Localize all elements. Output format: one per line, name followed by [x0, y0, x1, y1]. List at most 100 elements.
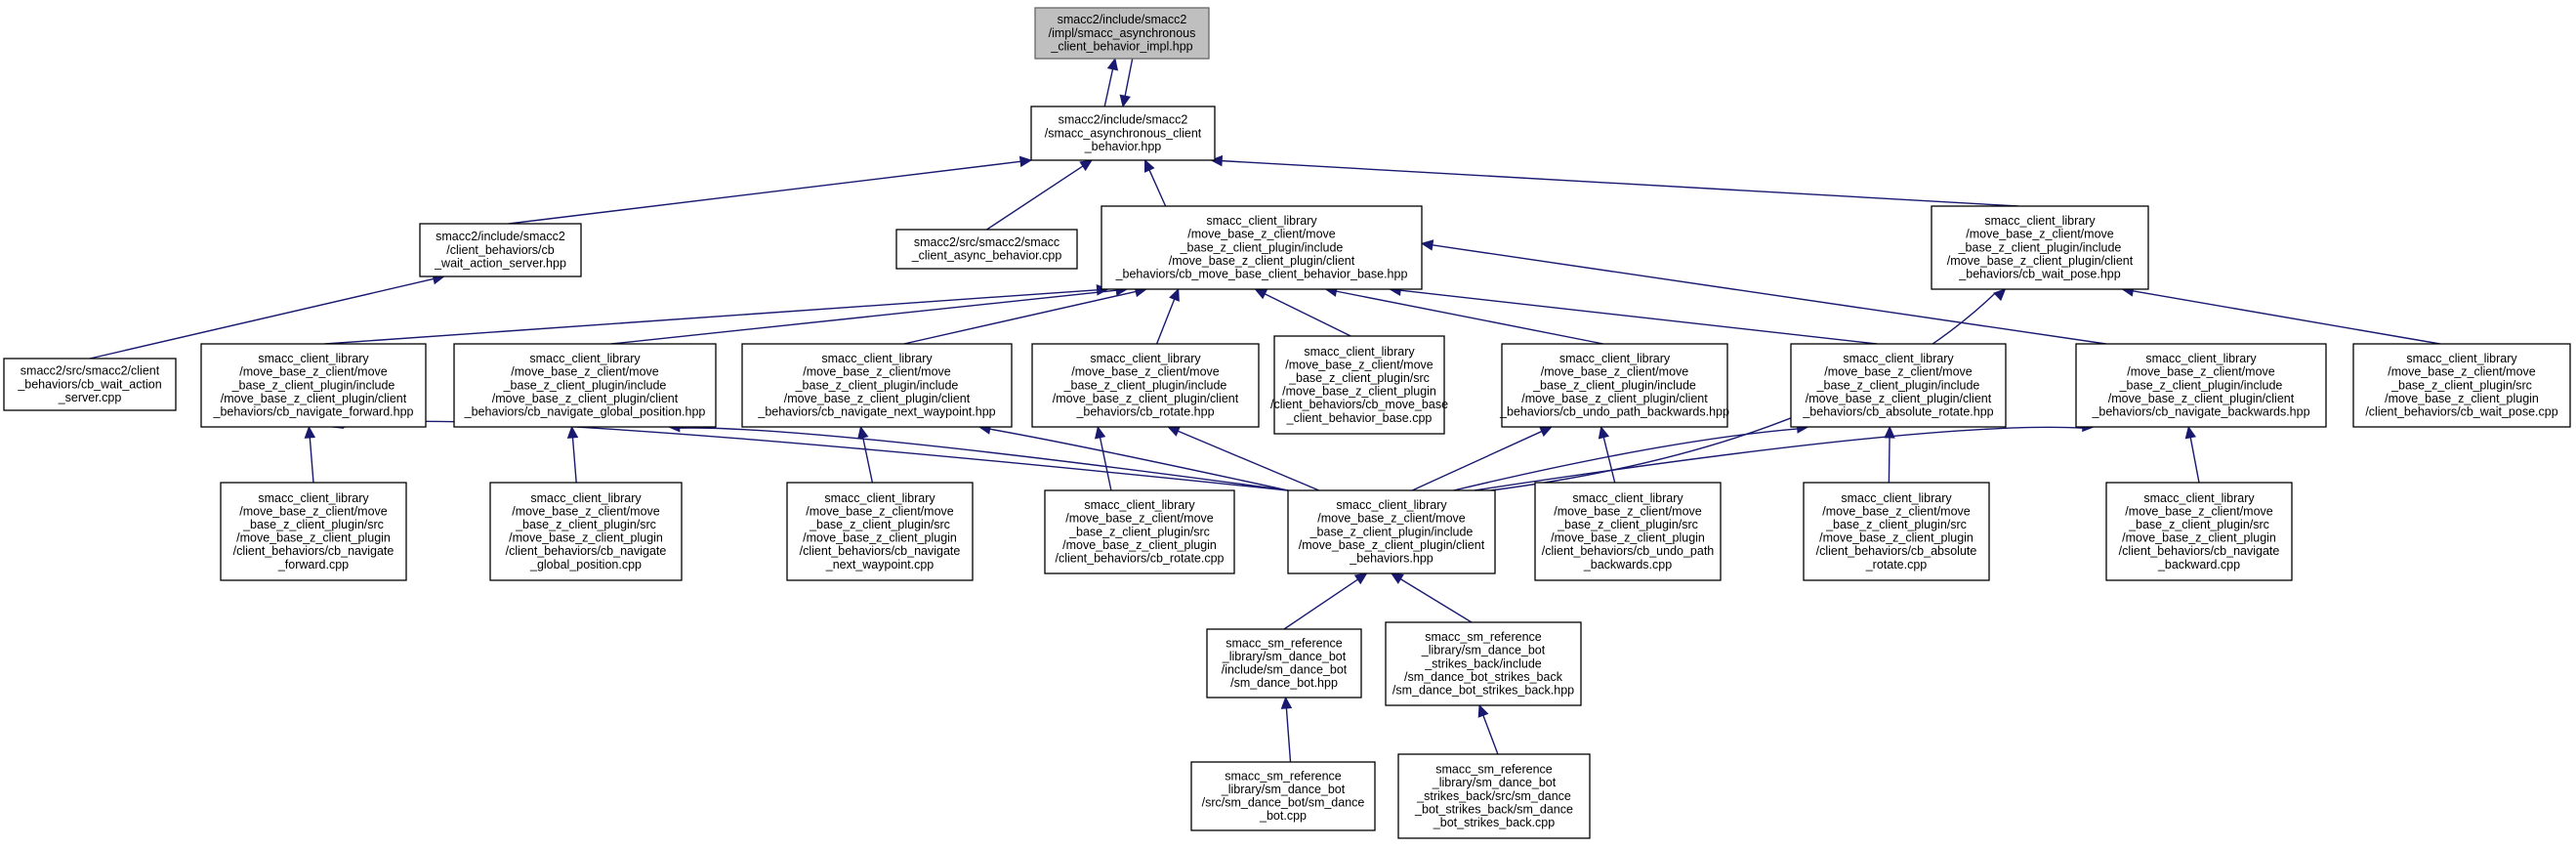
- node-label-line: smacc2/src/smacc2/smacc: [914, 235, 1059, 249]
- graph-node-rotate_hpp[interactable]: smacc_client_library/move_base_z_client/…: [1031, 343, 1260, 428]
- graph-node-nav_back_cpp[interactable]: smacc_client_library/move_base_z_client/…: [2105, 482, 2293, 581]
- node-label-line: /move_base_z_client_plugin: [2122, 531, 2276, 545]
- edge-line: [1222, 159, 2018, 207]
- graph-node-nav_fwd_hpp[interactable]: smacc_client_library/move_base_z_client/…: [200, 343, 427, 428]
- node-label-line: smacc_sm_reference: [1425, 630, 1542, 644]
- node-label-line: /move_base_z_client_plugin: [1282, 385, 1436, 399]
- node-label-line: /move_base_z_client_plugin: [1819, 531, 1974, 545]
- edge-line: [2189, 437, 2200, 484]
- edge-arrowhead: [566, 425, 579, 439]
- graph-node-dance_hpp[interactable]: smacc_sm_reference_library/sm_dance_bot/…: [1206, 628, 1362, 699]
- edge-client_behaviors_hpp-to-undo_hpp: [1411, 426, 1553, 491]
- graph-node-nav_nw_cpp[interactable]: smacc_client_library/move_base_z_client/…: [786, 482, 974, 581]
- edge-line: [309, 437, 314, 484]
- edge-line: [1474, 426, 2084, 491]
- node-box: [3, 358, 177, 411]
- node-label-line: _behaviors/cb_navigate_global_position.h…: [464, 405, 706, 419]
- node-label-line: smacc_client_library: [1843, 352, 1954, 365]
- edge-dance_cpp-to-dance_hpp: [1280, 696, 1293, 763]
- graph-node-absrot_cpp[interactable]: smacc_client_library/move_base_z_client/…: [1803, 482, 1990, 581]
- node-label-line: /move_base_z_client/move: [2127, 365, 2275, 379]
- node-label-line: /impl/smacc_asynchronous: [1049, 26, 1196, 40]
- graph-node-absrot_hpp[interactable]: smacc_client_library/move_base_z_client/…: [1790, 343, 2007, 428]
- node-box: [1931, 205, 2149, 290]
- node-label-line: _base_z_client_plugin/src: [809, 518, 950, 531]
- node-label-line: /move_base_z_client/move: [1071, 365, 1220, 379]
- node-label-line: _behaviors/cb_wait_pose.hpp: [1958, 268, 2120, 281]
- graph-node-wait_pose_hpp[interactable]: smacc_client_library/move_base_z_client/…: [1931, 205, 2149, 290]
- node-label-line: _forward.cpp: [277, 558, 349, 572]
- edge-nav_fwd_hpp-to-mb_base_hpp: [324, 284, 1109, 345]
- edge-line: [986, 165, 1084, 231]
- edge-line: [324, 289, 1098, 345]
- node-box: [1790, 343, 2007, 428]
- edge-async_hpp-to-impl: [1103, 57, 1119, 107]
- edge-rotate_cpp-to-rotate_hpp: [1094, 425, 1112, 491]
- graph-node-rotate_cpp[interactable]: smacc_client_library/move_base_z_client/…: [1044, 489, 1235, 574]
- node-label-line: /sm_dance_bot_strikes_back.hpp: [1392, 684, 1574, 698]
- node-box: [1206, 628, 1362, 699]
- graph-node-nav_fwd_cpp[interactable]: smacc_client_library/move_base_z_client/…: [220, 482, 407, 581]
- graph-node-wait_action_hpp[interactable]: smacc2/include/smacc2/client_behaviors/c…: [419, 223, 582, 277]
- graph-node-undo_hpp[interactable]: smacc_client_library/move_base_z_client/…: [1499, 343, 1729, 428]
- graph-node-client_behaviors_hpp[interactable]: smacc_client_library/move_base_z_client/…: [1287, 489, 1496, 574]
- edge-line: [1265, 293, 1351, 337]
- edge-line: [1432, 244, 2106, 345]
- edge-arrowhead: [2184, 425, 2197, 440]
- node-label-line: /sm_dance_bot.hpp: [1230, 676, 1338, 690]
- node-label-line: _strikes_back/src/sm_dance: [1416, 789, 1571, 803]
- edge-line: [1400, 578, 1473, 623]
- graph-node-dance_cpp[interactable]: smacc_sm_reference_library/sm_dance_bot/…: [1190, 761, 1376, 831]
- node-label-line: _behaviors/cb_move_base_client_behavior_…: [1115, 268, 1408, 281]
- graph-node-nav_back_hpp[interactable]: smacc_client_library/move_base_z_client/…: [2075, 343, 2327, 428]
- node-box: [2105, 482, 2293, 581]
- edge-undo_cpp-to-undo_hpp: [1598, 425, 1616, 484]
- graph-node-wait_pose_cpp[interactable]: smacc_client_library/move_base_z_client/…: [2352, 343, 2571, 428]
- graph-node-impl[interactable]: smacc2/include/smacc2/impl/smacc_asynchr…: [1034, 7, 1210, 60]
- edge-line: [1178, 430, 1320, 491]
- graph-node-mb_base_cpp[interactable]: smacc_client_library/move_base_z_client/…: [1270, 335, 1448, 435]
- edge-line: [610, 289, 1117, 345]
- edge-arrowhead: [1254, 288, 1268, 300]
- edge-arrowhead: [1353, 572, 1368, 585]
- node-label-line: smacc_client_library: [1206, 214, 1317, 228]
- edge-nav_nw_cpp-to-nav_nw_hpp: [857, 425, 874, 484]
- graph-node-mb_base_hpp[interactable]: smacc_client_library/move_base_z_client/…: [1101, 205, 1423, 290]
- node-label-line: _library/sm_dance_bot: [1222, 650, 1347, 663]
- node-label-line: /client_behaviors/cb_rotate.cpp: [1055, 552, 1224, 566]
- graph-node-strikes_cpp[interactable]: smacc_sm_reference_library/sm_dance_bot_…: [1397, 753, 1591, 839]
- node-box: [1385, 621, 1582, 706]
- node-label-line: /move_base_z_client/move: [803, 365, 951, 379]
- edge-line: [903, 290, 1137, 345]
- edge-arrowhead: [1018, 155, 1033, 168]
- node-label-line: _client_behavior_impl.hpp: [1050, 39, 1192, 53]
- edge-arrowhead: [1598, 425, 1610, 440]
- node-label-line: /client_behaviors/cb_navigate: [2119, 544, 2280, 558]
- node-label-line: _bot_strikes_back/sm_dance: [1414, 802, 1573, 816]
- edge-line: [1099, 437, 1112, 491]
- node-label-line: /move_base_z_client/move: [239, 365, 388, 379]
- node-label-line: _global_position.cpp: [529, 558, 642, 572]
- edge-client_behaviors_hpp-to-wait_pose_hpp: [1490, 288, 2007, 491]
- node-label-line: _behaviors/cb_navigate_forward.hpp: [213, 405, 414, 419]
- node-box: [1501, 343, 1728, 428]
- node-label-line: _base_z_client_plugin/include: [1309, 525, 1474, 538]
- node-box: [1397, 753, 1591, 839]
- graph-node-nav_nw_hpp[interactable]: smacc_client_library/move_base_z_client/…: [741, 343, 1013, 428]
- node-label-line: /move_base_z_client_plugin/client: [1169, 254, 1355, 268]
- edge-line: [1888, 437, 1890, 484]
- edge-arrowhead: [1094, 425, 1106, 440]
- node-label-line: /move_base_z_client_plugin/client: [492, 392, 679, 405]
- graph-node-strikes_hpp[interactable]: smacc_sm_reference_library/sm_dance_bot_…: [1385, 621, 1582, 706]
- graph-node-nav_gp_cpp[interactable]: smacc_client_library/move_base_z_client/…: [489, 482, 683, 581]
- node-label-line: /move_base_z_client/move: [2388, 365, 2536, 379]
- node-label-line: smacc_client_library: [1559, 352, 1671, 365]
- graph-node-wait_action_cpp[interactable]: smacc2/src/smacc2/client_behaviors/cb_wa…: [3, 358, 177, 411]
- graph-node-undo_cpp[interactable]: smacc_client_library/move_base_z_client/…: [1534, 482, 1722, 581]
- graph-node-async_cpp[interactable]: smacc2/src/smacc2/smacc_client_async_beh…: [895, 229, 1078, 270]
- graph-node-async_hpp[interactable]: smacc2/include/smacc2/smacc_asynchronous…: [1030, 106, 1216, 161]
- node-box: [1034, 7, 1210, 60]
- graph-node-nav_gp_hpp[interactable]: smacc_client_library/move_base_z_client/…: [453, 343, 717, 428]
- node-label-line: _behaviors/cb_navigate_backwards.hpp: [2091, 405, 2309, 419]
